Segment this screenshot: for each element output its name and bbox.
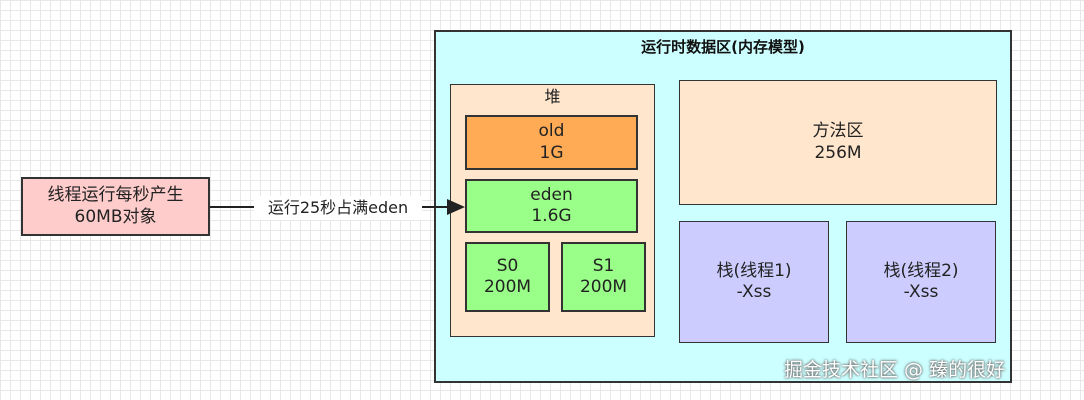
- arrow-label: 运行25秒占满eden: [254, 196, 422, 220]
- eden-size: 1.6G: [531, 206, 572, 226]
- method-area-box: 方法区 256M: [679, 80, 997, 205]
- arrow-head-icon: [447, 199, 465, 215]
- eden-box: eden 1.6G: [465, 179, 638, 233]
- thread-box-line2: 60MB对象: [74, 206, 157, 227]
- heap-title: 堆: [544, 87, 561, 106]
- stack1-label: 栈(线程1): [716, 260, 792, 281]
- s0-size: 200M: [483, 277, 532, 297]
- thread-box: 线程运行每秒产生 60MB对象: [21, 177, 210, 236]
- old-generation-box: old 1G: [465, 115, 638, 170]
- old-label: old: [538, 121, 565, 142]
- stack-thread2-box: 栈(线程2) -Xss: [846, 221, 996, 343]
- stack2-param: -Xss: [903, 282, 939, 302]
- stack-thread1-box: 栈(线程1) -Xss: [679, 221, 829, 343]
- eden-label: eden: [530, 184, 573, 205]
- stack2-label: 栈(线程2): [883, 260, 959, 281]
- old-size: 1G: [539, 142, 564, 163]
- thread-box-line1: 线程运行每秒产生: [47, 185, 184, 206]
- survivor-s1-box: S1 200M: [561, 242, 646, 312]
- watermark: 掘金技术社区 @ 臻的很好: [784, 359, 1006, 381]
- s1-size: 200M: [579, 277, 628, 297]
- s0-label: S0: [496, 255, 519, 276]
- method-area-label: 方法区: [812, 121, 864, 142]
- stack1-param: -Xss: [736, 282, 772, 302]
- survivor-s0-box: S0 200M: [465, 242, 550, 312]
- method-area-size: 256M: [814, 142, 862, 163]
- runtime-data-area-title: 运行时数据区(内存模型): [641, 38, 805, 56]
- s1-label: S1: [592, 255, 615, 276]
